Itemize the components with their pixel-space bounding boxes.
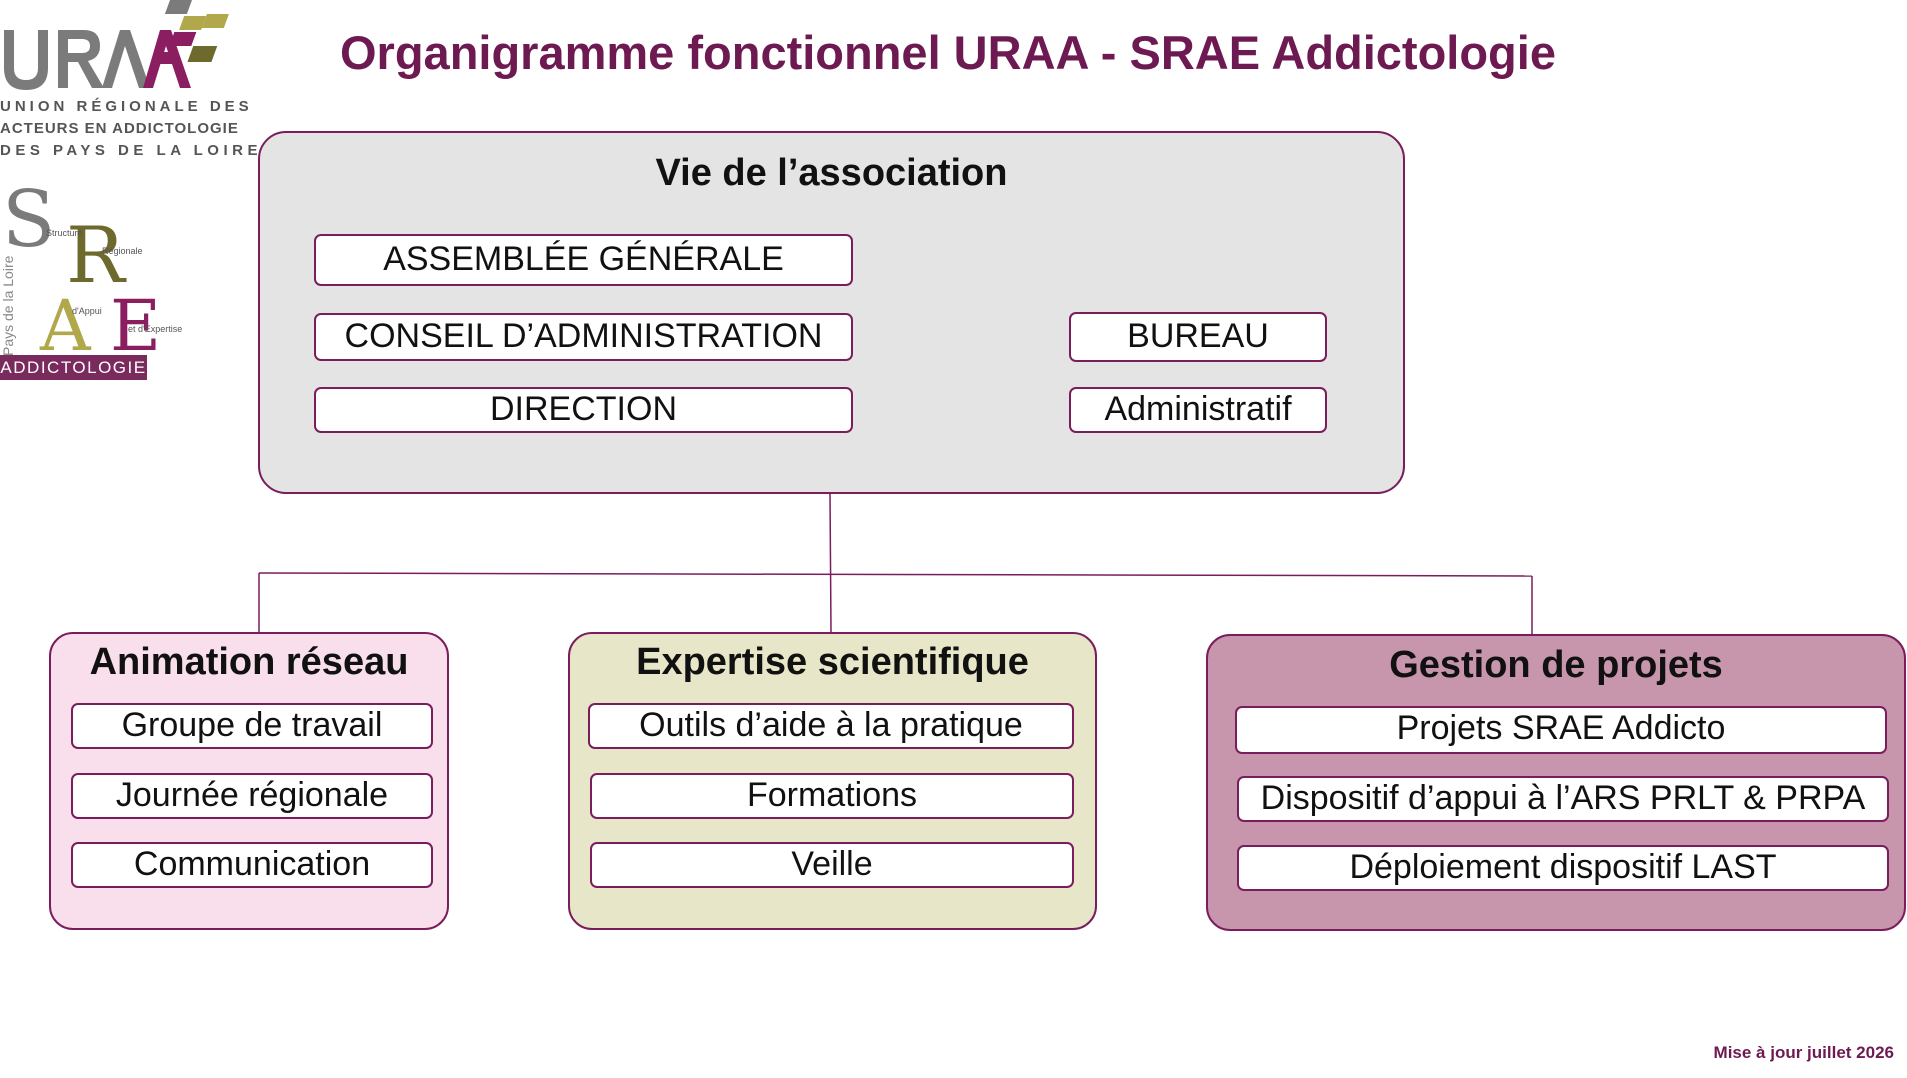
uraa-logo-mark xyxy=(4,0,229,90)
uraa-logo-line-1: UNION RÉGIONALE DES xyxy=(0,98,253,115)
assemblee-generale-box: ASSEMBLÉE GÉNÉRALE xyxy=(314,234,853,286)
srae-band: ADDICTOLOGIE xyxy=(0,355,147,380)
srae-word-expertise: et d'Expertise xyxy=(128,324,183,334)
svg-text:E: E xyxy=(110,285,161,354)
svg-text:R: R xyxy=(66,211,127,301)
update-date-footer: Mise à jour juillet 2026 xyxy=(1713,1043,1894,1062)
gestion-de-projets-title: Gestion de projets xyxy=(1389,644,1723,686)
expertise-scientifique-title: Expertise scientifique xyxy=(636,641,1029,683)
uraa-logo: UNION RÉGIONALE DES ACTEURS EN ADDICTOLO… xyxy=(0,0,262,160)
deploiement-dispositif-last-box: Déploiement dispositif LAST xyxy=(1237,845,1889,891)
outils-aide-pratique-box: Outils d’aide à la pratique xyxy=(588,703,1074,749)
animation-reseau-title: Animation réseau xyxy=(89,641,409,683)
page-title: Organigramme fonctionnel URAA - SRAE Add… xyxy=(340,26,1556,79)
conseil-administration-box: CONSEIL D’ADMINISTRATION xyxy=(314,313,853,361)
groupe-de-travail-box: Groupe de travail xyxy=(71,703,433,749)
srae-region-label: Pays de la Loire xyxy=(0,255,16,356)
communication-box: Communication xyxy=(71,842,433,888)
bureau-box: BUREAU xyxy=(1069,312,1327,362)
journee-regionale-box: Journée régionale xyxy=(71,773,433,819)
srae-logo-mark: S R A E xyxy=(2,182,161,354)
srae-logo: S R A E Structure Régionale d'Appui et d… xyxy=(0,182,190,380)
svg-text:S: S xyxy=(2,182,55,265)
projets-srae-addicto-box: Projets SRAE Addicto xyxy=(1235,706,1887,754)
svg-text:A: A xyxy=(39,285,92,354)
srae-word-appui: d'Appui xyxy=(72,306,102,316)
uraa-logo-line-2: ACTEURS EN ADDICTOLOGIE xyxy=(0,120,239,137)
formations-box: Formations xyxy=(590,773,1074,819)
srae-word-structure: Structure xyxy=(46,228,83,238)
uraa-logo-line-3: DES PAYS DE LA LOIRE xyxy=(0,142,262,159)
dispositif-appui-ars-box: Dispositif d’appui à l’ARS PRLT & PRPA xyxy=(1237,776,1889,822)
association-title: Vie de l’association xyxy=(655,152,1008,194)
direction-box: DIRECTION xyxy=(314,387,853,433)
srae-word-regionale: Régionale xyxy=(102,246,143,256)
veille-box: Veille xyxy=(590,842,1074,888)
administratif-box: Administratif xyxy=(1069,387,1327,433)
